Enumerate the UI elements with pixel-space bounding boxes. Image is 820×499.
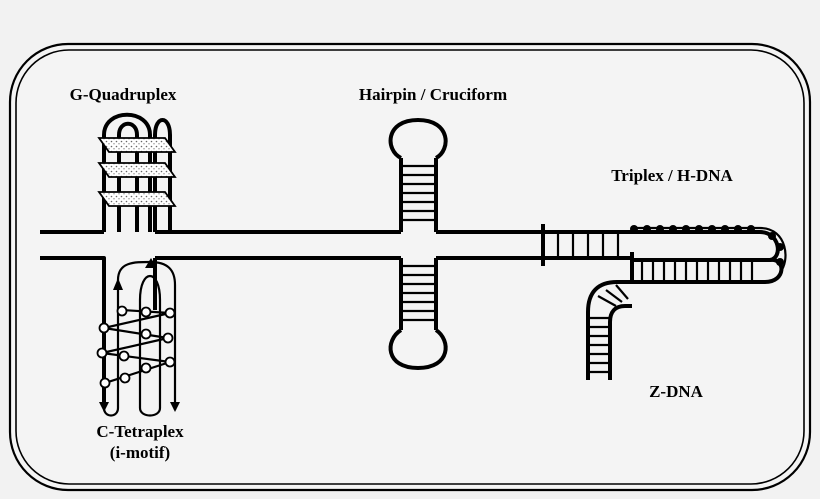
- label-g-quadruplex: G-Quadruplex: [70, 85, 177, 104]
- z-dna: [586, 280, 632, 380]
- hoogsteen-bond: [734, 225, 742, 233]
- hoogsteen-bond: [776, 258, 784, 266]
- z-dna-base-pair: [597, 295, 617, 307]
- triplex-h-dna: [541, 224, 787, 284]
- label-i-motif: (i-motif): [110, 443, 170, 462]
- hoogsteen-bond: [695, 225, 703, 233]
- hoogsteen-bond: [669, 225, 677, 233]
- label-hairpin-cruciform: Hairpin / Cruciform: [359, 85, 507, 104]
- label-triplex-h-dna: Triplex / H-DNA: [611, 166, 733, 185]
- hoogsteen-bond: [776, 243, 784, 251]
- hoogsteen-bond: [747, 225, 755, 233]
- hoogsteen-bond: [630, 225, 638, 233]
- hoogsteen-bond: [768, 232, 776, 240]
- hoogsteen-bond: [643, 225, 651, 233]
- hoogsteen-bond: [708, 225, 716, 233]
- hairpin-cruciform: [388, 118, 448, 370]
- label-z-dna: Z-DNA: [649, 382, 704, 401]
- z-dna-base-pair: [615, 284, 629, 300]
- hoogsteen-bond: [682, 225, 690, 233]
- c-tetraplex: [96, 258, 180, 417]
- z-dna-base-pair: [605, 289, 623, 303]
- main-duplex: [40, 230, 543, 408]
- label-c-tetraplex: C-Tetraplex: [96, 422, 184, 441]
- g-quadruplex: [97, 112, 177, 232]
- hoogsteen-bond: [721, 225, 729, 233]
- hoogsteen-bond: [656, 225, 664, 233]
